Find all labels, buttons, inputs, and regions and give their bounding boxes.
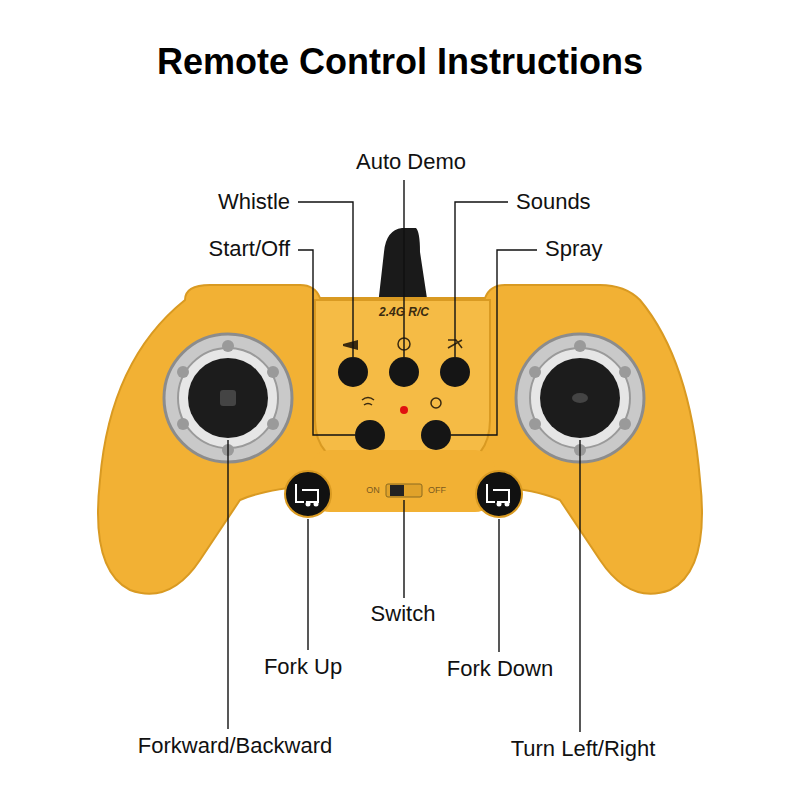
callout-label: Start/Off: [208, 236, 290, 261]
fork-buttons-part: [476, 471, 522, 517]
fork-buttons-part: [497, 502, 502, 507]
controller-body-part: [98, 285, 702, 594]
left-joystick-part: [178, 348, 278, 448]
power-switch-part: [390, 485, 404, 496]
fork-buttons-part: [285, 471, 331, 517]
diagram-title: Remote Control Instructions: [157, 41, 643, 82]
function-buttons-part: [362, 398, 374, 406]
antenna: [378, 228, 428, 305]
right-joystick-part: [529, 418, 541, 430]
left-joystick-part: [220, 390, 236, 406]
left-joystick-part: [177, 418, 189, 430]
leader-lines-part: [227, 440, 228, 729]
right-joystick-part: [574, 340, 586, 352]
power-switch-part: [386, 484, 422, 497]
callout-label: Turn Left/Right: [511, 736, 656, 761]
leader-lines-part: [403, 500, 404, 598]
switch-marking: OFF: [428, 485, 446, 495]
leader-lines-part: [451, 250, 537, 435]
function-buttons-part: [400, 406, 408, 414]
leader-lines-part: [455, 202, 508, 357]
left-joystick-part: [177, 366, 189, 378]
fork-buttons-part: [487, 484, 509, 502]
callout-label: Fork Up: [264, 654, 342, 679]
callout-label: Spray: [545, 236, 602, 261]
leader-lines-part: [579, 440, 580, 732]
right-joystick-part: [530, 348, 630, 448]
callout-label: Forkward/Backward: [138, 733, 332, 758]
function-buttons-part: [355, 420, 385, 450]
controller-body-part: [315, 300, 490, 470]
function-buttons-part: [338, 357, 368, 387]
printed-marking: 2.4G R/C: [379, 306, 429, 320]
right-joystick-part: [619, 418, 631, 430]
callout-label: Auto Demo: [356, 149, 466, 174]
left-joystick-part: [222, 340, 234, 352]
leader-lines-part: [403, 180, 404, 357]
function-buttons-part: [440, 357, 470, 387]
leader-lines-part: [498, 519, 499, 652]
left-joystick-part: [188, 358, 268, 438]
function-buttons-part: [343, 340, 358, 350]
switch-marking: ON: [366, 485, 380, 495]
leader-lines-part: [298, 250, 355, 435]
fork-buttons-part: [296, 484, 318, 502]
leader-lines-part: [307, 519, 308, 650]
right-joystick-part: [540, 358, 620, 438]
leader-lines-part: [298, 202, 353, 357]
callout-label: Whistle: [218, 189, 290, 214]
callout-label: Switch: [371, 601, 436, 626]
left-joystick-part: [267, 418, 279, 430]
controller-body: [98, 285, 702, 594]
fork-buttons-part: [314, 502, 319, 507]
left-joystick-part: [267, 366, 279, 378]
function-buttons-part: [389, 357, 419, 387]
function-buttons-part: [421, 420, 451, 450]
power-switch: [386, 484, 422, 497]
fork-buttons-part: [505, 502, 510, 507]
controller-body-part: [310, 450, 495, 512]
function-buttons-part: [431, 398, 441, 408]
right-joystick-part: [572, 393, 588, 403]
leader-lines: [228, 180, 580, 732]
callout-label: Sounds: [516, 189, 591, 214]
right-joystick-part: [529, 366, 541, 378]
callout-label: Fork Down: [447, 656, 553, 681]
right-joystick-part: [619, 366, 631, 378]
antenna-part: [378, 228, 428, 305]
fork-buttons-part: [306, 502, 311, 507]
